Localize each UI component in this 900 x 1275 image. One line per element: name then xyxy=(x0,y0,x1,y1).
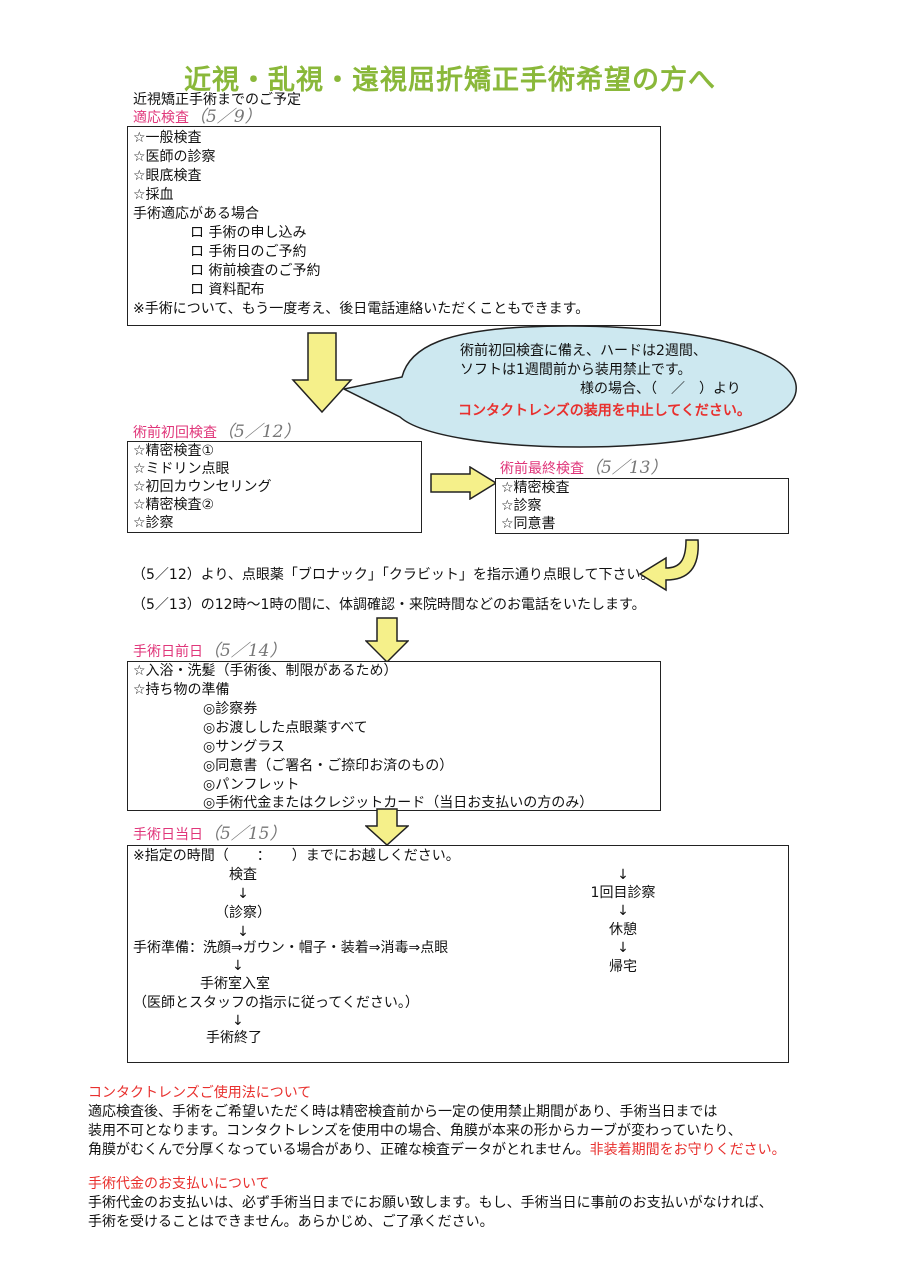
flow-step: （診察） xyxy=(215,905,271,921)
zenjitsu-heading: 手術日前日（5／14） xyxy=(133,641,287,661)
tekiou-heading: 適応検査（5／9） xyxy=(133,107,262,127)
down-arrow-icon xyxy=(291,332,353,414)
tekiou-subhead: 手術適応がある場合 xyxy=(133,206,259,222)
belonging-item: ◎パンフレット xyxy=(203,777,300,793)
tekiou-check: ロ 手術日のご予約 xyxy=(190,244,307,260)
notice-line2: （5／13）の12時～1時の間に、体調確認・来院時間などのお電話をいたします。 xyxy=(132,597,646,613)
tekiou-item: ☆眼底検査 xyxy=(133,168,202,184)
toujitsu-first: ※指定の時間（ ： ）までにお越しください。 xyxy=(133,848,460,864)
shoki-date: （5／12） xyxy=(217,422,301,442)
toujitsu-box: ※指定の時間（ ： ）までにお越しください。 検査 ↓ （診察） ↓ 手術準備：… xyxy=(127,845,789,1063)
belonging-item: ◎診察券 xyxy=(203,701,258,717)
flow-step: 手術準備：洗顔⇒ガウン・帽子・装着⇒消毒⇒点眼 xyxy=(133,940,449,956)
bubble-line1: 術前初回検査に備え、ハードは2週間、 xyxy=(460,343,707,359)
contact-heading: コンタクトレンズご使用法について xyxy=(88,1085,312,1101)
saishu-date: （5／13） xyxy=(584,458,668,478)
flow-arrow: ↓ xyxy=(617,867,629,883)
flow-arrow: ↓ xyxy=(237,924,249,940)
notice-line1: （5／12）より、点眼薬「ブロナック」「クラビット」を指示通り点眼して下さい。 xyxy=(132,567,655,583)
down-arrow-icon xyxy=(365,617,409,663)
bubble-line3: 様の場合、（ ／ ）より xyxy=(580,381,741,397)
shoki-heading: 術前初回検査（5／12） xyxy=(133,422,301,442)
shoki-item: ☆初回カウンセリング xyxy=(133,479,272,495)
flow-arrow: ↓ xyxy=(617,903,629,919)
saishu-heading: 術前最終検査（5／13） xyxy=(500,458,668,478)
contact-line3: 角膜がむくんで分厚くなっている場合があり、正確な検査データがとれません。非装着期… xyxy=(88,1142,786,1158)
speech-bubble xyxy=(330,325,800,450)
toujitsu-heading: 手術日当日（5／15） xyxy=(133,824,287,844)
tekiou-item: ☆一般検査 xyxy=(133,130,202,146)
saishu-box: ☆精密検査 ☆診察 ☆同意書 xyxy=(495,478,789,534)
tekiou-date: （5／9） xyxy=(189,107,262,127)
zenjitsu-box: ☆入浴・洗髪（手術後、制限があるため） ☆持ち物の準備 ◎診察券 ◎お渡しした点… xyxy=(127,661,661,811)
payment-line2: 手術を受けることはできません。あらかじめ、ご了承ください。 xyxy=(88,1214,494,1230)
saishu-item: ☆診察 xyxy=(501,498,542,514)
bubble-line4: コンタクトレンズの装用を中止してください。 xyxy=(458,403,751,419)
flow-arrow: ↓ xyxy=(237,886,249,902)
shoki-item: ☆精密検査② xyxy=(133,497,215,513)
right-arrow-icon xyxy=(430,466,498,500)
bubble-line2: ソフトは1週間前から装用禁止です。 xyxy=(460,362,692,378)
shoki-box: ☆精密検査① ☆ミドリン点眼 ☆初回カウンセリング ☆精密検査② ☆診察 xyxy=(127,441,422,533)
flow-step: 手術終了 xyxy=(206,1030,262,1046)
tekiou-check: ロ 手術の申し込み xyxy=(190,225,307,241)
saishu-item: ☆同意書 xyxy=(501,516,556,532)
toujitsu-date: （5／15） xyxy=(203,824,287,844)
payment-heading: 手術代金のお支払いについて xyxy=(88,1176,270,1192)
flow-arrow: ↓ xyxy=(617,940,629,956)
flow-step: 検査 xyxy=(229,867,257,883)
belonging-item: ◎サングラス xyxy=(203,739,285,755)
zenjitsu-date: （5／14） xyxy=(203,641,287,661)
down-arrow-icon xyxy=(365,808,409,846)
flow-step: 手術室入室 xyxy=(200,976,270,992)
belonging-item: ◎同意書（ご署名・ご捺印お済のもの） xyxy=(203,758,454,774)
flow-note: （医師とスタッフの指示に従ってください。） xyxy=(133,995,419,1011)
flow-step: 1回目診察 xyxy=(590,885,656,901)
tekiou-box: ☆一般検査 ☆医師の診察 ☆眼底検査 ☆採血 手術適応がある場合 ロ 手術の申し… xyxy=(127,126,661,326)
contact-line2: 装用不可となります。コンタクトレンズを使用中の場合、角膜が本来の形からカーブが変… xyxy=(88,1123,742,1139)
tekiou-note: ※手術について、もう一度考え、後日電話連絡いただくこともできます。 xyxy=(133,301,590,317)
zenjitsu-item: ☆入浴・洗髪（手術後、制限があるため） xyxy=(133,663,398,679)
flow-step: 帰宅 xyxy=(609,959,637,975)
tekiou-check: ロ 資料配布 xyxy=(190,282,265,298)
tekiou-check: ロ 術前検査のご予約 xyxy=(190,263,321,279)
belonging-item: ◎手術代金またはクレジットカード（当日お支払いの方のみ） xyxy=(203,795,594,811)
payment-line1: 手術代金のお支払いは、必ず手術当日までにお願い致します。もし、手術当日に事前のお… xyxy=(88,1195,773,1211)
zenjitsu-item: ☆持ち物の準備 xyxy=(133,682,230,698)
contact-warning: 非装着期間をお守りください。 xyxy=(589,1142,786,1158)
tekiou-item: ☆医師の診察 xyxy=(133,149,216,165)
flow-step: 休憩 xyxy=(609,922,637,938)
contact-line1: 適応検査後、手術をご希望いただく時は精密検査前から一定の使用禁止期間があり、手術… xyxy=(88,1104,718,1120)
flow-arrow: ↓ xyxy=(232,958,244,974)
shoki-item: ☆ミドリン点眼 xyxy=(133,461,230,477)
shoki-item: ☆診察 xyxy=(133,515,174,531)
saishu-item: ☆精密検査 xyxy=(501,480,570,496)
curved-arrow-icon xyxy=(636,538,706,594)
tekiou-item: ☆採血 xyxy=(133,187,174,203)
flow-arrow: ↓ xyxy=(232,1013,244,1029)
intro-text: 近視矯正手術までのご予定 xyxy=(133,92,301,108)
page-title: 近視・乱視・遠視屈折矯正手術希望の方へ xyxy=(184,65,716,96)
shoki-item: ☆精密検査① xyxy=(133,443,215,459)
belonging-item: ◎お渡しした点眼薬すべて xyxy=(203,720,368,736)
